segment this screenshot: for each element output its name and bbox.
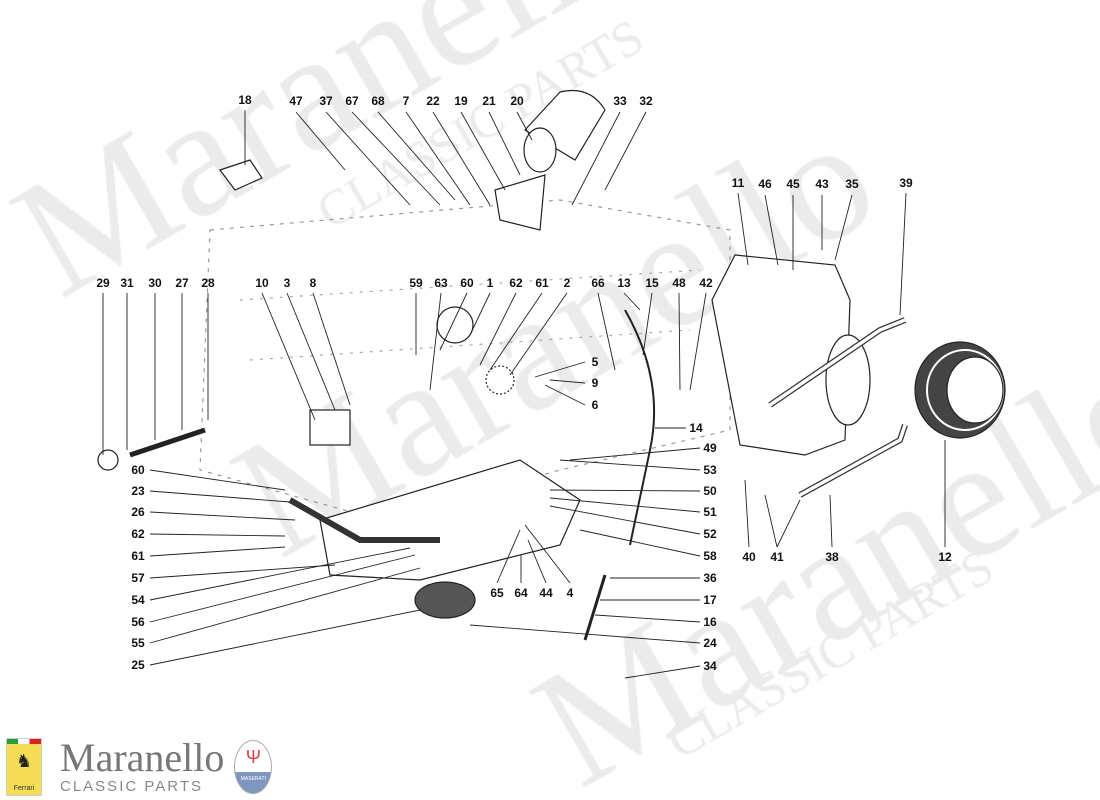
callout-label: 9 [591, 376, 599, 390]
callout-label: 30 [148, 276, 162, 290]
callout-label: 59 [409, 276, 423, 290]
callout-label: 58 [703, 549, 717, 563]
brand-subtitle: CLASSIC PARTS [60, 778, 203, 795]
callout-label: 20 [510, 94, 524, 108]
callout-label: 13 [617, 276, 631, 290]
callout-label: 66 [591, 276, 605, 290]
callout-label: 35 [845, 177, 859, 191]
callout-label: 41 [770, 550, 784, 564]
callout-label: 43 [815, 177, 829, 191]
callout-label: 19 [454, 94, 468, 108]
callout-label: 12 [938, 550, 952, 564]
callout-label: 17 [703, 593, 717, 607]
callout-label: 14 [689, 421, 703, 435]
callout-label: 51 [703, 505, 717, 519]
callout-label: 27 [175, 276, 189, 290]
callout-label: 38 [825, 550, 839, 564]
callout-label: 49 [703, 441, 717, 455]
callout-label: 6 [591, 398, 599, 412]
callout-label: 63 [434, 276, 448, 290]
callout-label: 55 [131, 636, 145, 650]
maserati-text: MASERATI [240, 776, 266, 782]
callout-label: 53 [703, 463, 717, 477]
callout-label: 45 [786, 177, 800, 191]
callout-label: 40 [742, 550, 756, 564]
callout-label: 42 [699, 276, 713, 290]
callout-label: 25 [131, 658, 145, 672]
callout-label: 46 [758, 177, 772, 191]
callout-label: 24 [703, 636, 717, 650]
callout-label: 18 [238, 93, 252, 107]
callout-label: 48 [672, 276, 686, 290]
callout-label: 61 [535, 276, 549, 290]
callout-label: 7 [402, 94, 410, 108]
callout-label: 22 [426, 94, 440, 108]
callout-label: 1 [486, 276, 494, 290]
callout-label: 60 [131, 463, 145, 477]
callout-label: 34 [703, 659, 717, 673]
ferrari-badge-icon: ♞ Ferrari [6, 738, 42, 796]
callout-label: 61 [131, 549, 145, 563]
callout-label: 10 [255, 276, 269, 290]
callout-label: 11 [731, 176, 745, 190]
callout-label: 4 [566, 586, 574, 600]
callout-label: 32 [639, 94, 653, 108]
callout-label: 16 [703, 615, 717, 629]
callout-label: 47 [289, 94, 303, 108]
callout-label: 8 [309, 276, 317, 290]
callout-label: 29 [96, 276, 110, 290]
callout-label: 50 [703, 484, 717, 498]
callout-label: 62 [509, 276, 523, 290]
callout-label: 33 [613, 94, 627, 108]
callout-label: 21 [482, 94, 496, 108]
callout-label: 39 [899, 176, 913, 190]
callout-label: 26 [131, 505, 145, 519]
callout-label: 3 [283, 276, 291, 290]
callout-label: 28 [201, 276, 215, 290]
callout-label: 65 [490, 586, 504, 600]
brand-name: Maranello [60, 735, 225, 780]
callout-label: 52 [703, 527, 717, 541]
callout-label: 54 [131, 593, 145, 607]
callout-label: 5 [591, 355, 599, 369]
callout-label: 36 [703, 571, 717, 585]
callout-label: 67 [345, 94, 359, 108]
callout-label: 64 [514, 586, 528, 600]
callout-label: 2 [563, 276, 571, 290]
callout-label: 44 [539, 586, 553, 600]
callout-label: 68 [371, 94, 385, 108]
callout-label: 62 [131, 527, 145, 541]
callout-label: 60 [460, 276, 474, 290]
callout-label: 31 [120, 276, 134, 290]
ferrari-text: Ferrari [13, 785, 35, 792]
callout-label: 56 [131, 615, 145, 629]
callout-label: 15 [645, 276, 659, 290]
callout-label: 37 [319, 94, 333, 108]
callout-label: 23 [131, 484, 145, 498]
callout-label: 57 [131, 571, 145, 585]
